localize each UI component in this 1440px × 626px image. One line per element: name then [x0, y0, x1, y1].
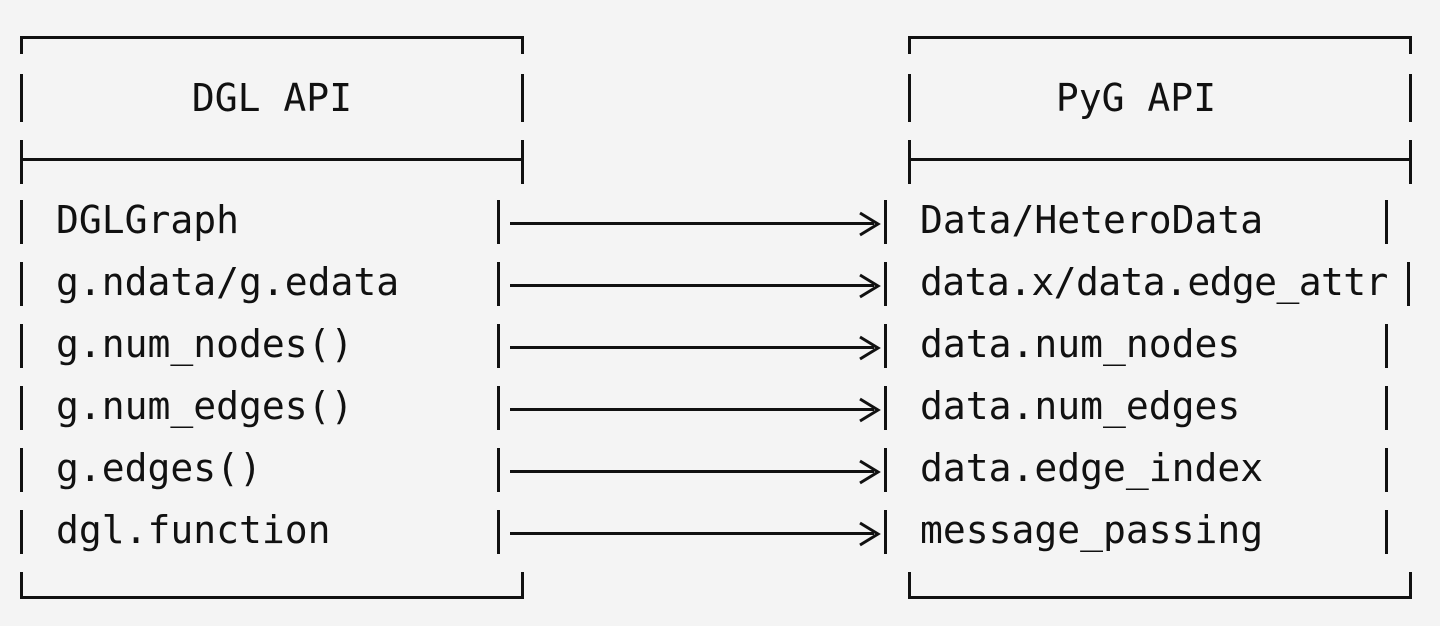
dgl-box-bottom-right-tick [521, 572, 524, 599]
dgl-item: g.num_edges() [56, 384, 354, 428]
dgl-separator-left-tick [20, 140, 23, 184]
dgl-box-top-border [20, 36, 524, 39]
pyg-item: Data/HeteroData [920, 198, 1264, 242]
right-arrow-icon [510, 271, 881, 301]
right-arrow-icon [510, 519, 881, 549]
pyg-box-bottom-left-tick [908, 572, 911, 599]
pyg-row-bar-right-5 [1385, 448, 1388, 492]
pyg-box-top-border [908, 36, 1412, 39]
dgl-box-title: DGL API [191, 76, 353, 120]
pyg-box-title: PyG API [1055, 76, 1217, 120]
pyg-row-bar-left-6 [884, 510, 887, 554]
dgl-item: g.ndata/g.edata [56, 260, 400, 304]
dgl-row-bar-right-4 [497, 386, 500, 430]
pyg-header-separator [908, 158, 1412, 161]
dgl-title-right-bar [521, 74, 524, 122]
pyg-row-bar-left-3 [884, 324, 887, 368]
right-arrow-icon [510, 333, 881, 363]
dgl-item: g.num_nodes() [56, 322, 354, 366]
dgl-row-bar-left-1 [20, 200, 23, 244]
dgl-row-bar-left-4 [20, 386, 23, 430]
pyg-item: data.num_edges [920, 384, 1241, 428]
pyg-row-bar-right-6 [1385, 510, 1388, 554]
pyg-row-bar-left-2 [884, 262, 887, 306]
dgl-box-top-left-tick [20, 36, 23, 54]
dgl-row-bar-right-3 [497, 324, 500, 368]
dgl-separator-right-tick [521, 140, 524, 184]
pyg-separator-right-tick [1409, 140, 1412, 184]
right-arrow-icon [510, 209, 881, 239]
dgl-box-bottom-left-tick [20, 572, 23, 599]
dgl-row-bar-right-5 [497, 448, 500, 492]
dgl-header-separator [20, 158, 524, 161]
right-arrow-icon [510, 395, 881, 425]
pyg-row-bar-left-5 [884, 448, 887, 492]
pyg-item: data.num_nodes [920, 322, 1241, 366]
dgl-row-bar-right-2 [497, 262, 500, 306]
pyg-box-top-left-tick [908, 36, 911, 54]
dgl-row-bar-right-1 [497, 200, 500, 244]
pyg-item: message_passing [920, 508, 1264, 552]
right-arrow-icon [510, 457, 881, 487]
pyg-box-bottom-border [908, 596, 1412, 599]
pyg-row-bar-right-1 [1385, 200, 1388, 244]
pyg-separator-left-tick [908, 140, 911, 184]
dgl-box-top-right-tick [521, 36, 524, 54]
pyg-row-bar-right-2 [1407, 262, 1410, 306]
pyg-box-top-right-tick [1409, 36, 1412, 54]
pyg-title-left-bar [908, 74, 911, 122]
pyg-row-bar-left-1 [884, 200, 887, 244]
pyg-item: data.x/data.edge_attr [920, 260, 1388, 304]
dgl-row-bar-left-3 [20, 324, 23, 368]
dgl-row-bar-right-6 [497, 510, 500, 554]
pyg-row-bar-left-4 [884, 386, 887, 430]
pyg-item: data.edge_index [920, 446, 1264, 490]
pyg-box-bottom-right-tick [1409, 572, 1412, 599]
dgl-box-bottom-border [20, 596, 524, 599]
dgl-row-bar-left-2 [20, 262, 23, 306]
pyg-row-bar-right-3 [1385, 324, 1388, 368]
dgl-row-bar-left-6 [20, 510, 23, 554]
pyg-row-bar-right-4 [1385, 386, 1388, 430]
dgl-item: g.edges() [56, 446, 262, 490]
dgl-title-left-bar [20, 74, 23, 122]
pyg-title-right-bar [1409, 74, 1412, 122]
dgl-row-bar-left-5 [20, 448, 23, 492]
dgl-item: dgl.function [56, 508, 331, 552]
dgl-item: DGLGraph [56, 198, 240, 242]
